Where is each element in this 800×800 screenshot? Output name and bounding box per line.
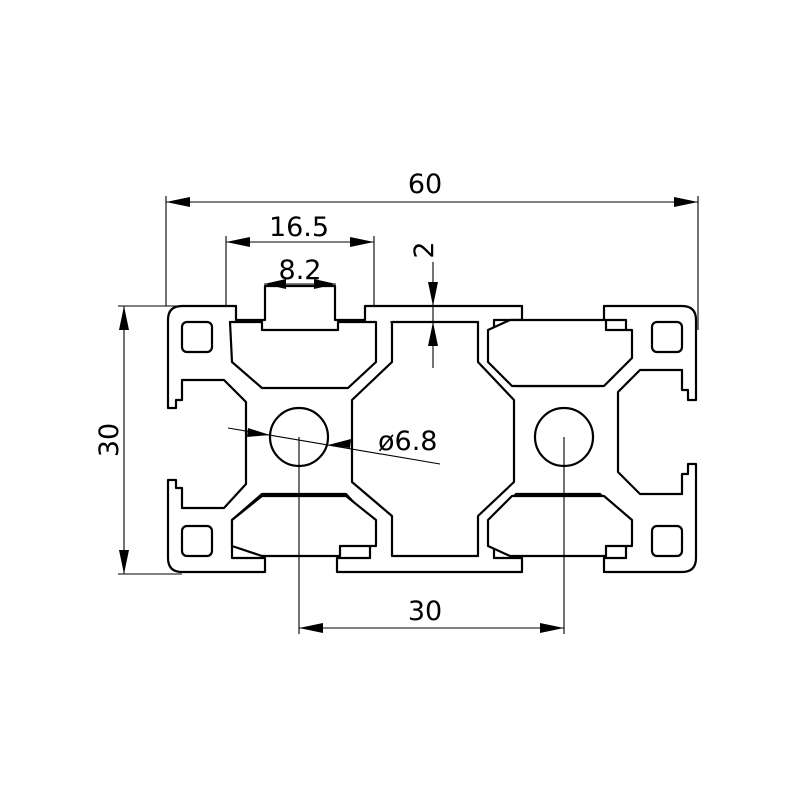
slot-inner-label: 8.2 [279,255,322,286]
corner-hole-bottom-left [180,524,214,558]
corner-hole-top-left [180,320,214,354]
slot-outer-label: 16.5 [269,212,329,243]
corner-hole-bottom-right [650,524,684,558]
dim-overall-height: 30 [94,305,182,575]
upper-left-slot-cavity [228,320,378,390]
wall-thickness-label: 2 [409,241,440,258]
dim-overall-width: 60 [165,169,699,330]
lower-right-slot-cavity [486,494,634,558]
dim-slot-outer: 16.5 [225,212,375,306]
upper-right-slot-cavity [486,318,634,388]
overall-height-label: 30 [94,423,125,457]
center-cavity [350,320,516,558]
bore-diameter-label: ø6.8 [378,426,437,457]
bore-spacing-label: 30 [408,596,442,627]
corner-hole-top-right [650,320,684,354]
dim-wall-thickness: 2 [390,241,470,368]
lower-left-slot-cavity [230,494,378,558]
dim-slot-inner: 8.2 [264,255,336,289]
overall-width-label: 60 [408,169,442,200]
dim-bore-diameter: ø6.8 [227,426,441,465]
dim-bore-spacing: 30 [298,437,565,634]
